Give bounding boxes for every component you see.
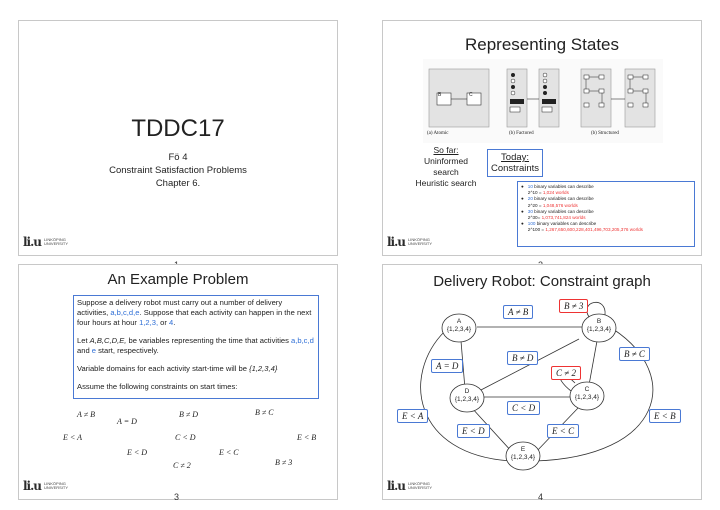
slide-1-line: Chapter 6. <box>155 178 201 189</box>
node-a-label: A <box>456 318 462 325</box>
slide-1-title: TDDC17 <box>131 115 225 142</box>
node-b <box>581 313 617 343</box>
logo-text: LINKÖPING UNIVERSITY <box>408 480 433 490</box>
slide-1-line: Constraint Satisfaction Problems <box>109 165 247 176</box>
figure-caption-b: (b) Factored <box>509 131 534 136</box>
constraint-a-ne-b: A ≠ B <box>503 305 534 319</box>
problem-paragraph-4: Assume the following constraints on star… <box>77 382 238 391</box>
slide-number: 4 <box>538 492 544 502</box>
so-far-label: So far: <box>433 145 459 155</box>
so-far-item: Uninformed search <box>424 156 468 177</box>
liu-logo: li.u LINKÖPING UNIVERSITY <box>387 479 434 493</box>
constraint-b-ne-c: B ≠ C <box>619 347 650 361</box>
node-e-label: E <box>520 446 526 453</box>
node-e <box>505 441 541 471</box>
today-label: Today: <box>501 152 530 163</box>
node-d-domain: {1,2,3,4} <box>454 396 480 403</box>
constraint-expr: E < A <box>63 433 83 442</box>
today-item: Constraints <box>491 163 540 174</box>
node-c <box>569 381 605 411</box>
slide-3-title: An Example Problem <box>107 271 249 288</box>
constraint-expr: C ≠ 2 <box>173 461 191 470</box>
node-c-label: C <box>584 386 590 393</box>
figure-label-b: B <box>438 92 442 98</box>
so-far-item: Heuristic search <box>415 178 477 188</box>
constraint-a-eq-d: A = D <box>431 359 464 373</box>
problem-paragraph-3: Variable domains for each activity start… <box>77 364 278 373</box>
liu-logo: li.u LINKÖPING UNIVERSITY <box>23 235 70 249</box>
node-d <box>449 383 485 413</box>
logo-mark: li.u <box>23 479 42 493</box>
logo-mark: li.u <box>387 479 406 493</box>
constraint-expr: C < D <box>175 433 196 442</box>
constraint-e-lt-c: E < C <box>547 424 580 438</box>
constraint-expr: A ≠ B <box>77 410 96 419</box>
problem-text-box: Suppose a delivery robot must carry out … <box>73 295 319 399</box>
today-box: Today: Constraints <box>487 149 544 177</box>
liu-logo: li.u LINKÖPING UNIVERSITY <box>387 235 434 249</box>
slide-number: 3 <box>174 492 180 502</box>
state-representation-figure <box>423 59 663 143</box>
constraint-e-lt-b: E < B <box>649 409 681 423</box>
logo-text: LINKÖPING UNIVERSITY <box>44 480 69 490</box>
node-b-label: B <box>596 318 602 325</box>
constraint-b-ne-d: B ≠ D <box>507 351 539 365</box>
constraint-b-ne-3: B ≠ 3 <box>559 299 589 313</box>
node-b-domain: {1,2,3,4} <box>586 326 612 333</box>
slide-1[interactable]: TDDC17 Fö 4 Constraint Satisfaction Prob… <box>18 20 338 256</box>
constraint-e-lt-a: E < A <box>397 409 429 423</box>
constraint-graph-edges <box>420 301 654 462</box>
constraint-expr: E < D <box>127 448 148 457</box>
figure-label-c: C <box>469 92 473 98</box>
constraint-c-lt-d: C < D <box>507 401 541 415</box>
constraint-expr: B ≠ C <box>255 408 274 417</box>
slide-2[interactable]: Representing States <box>382 20 702 256</box>
slide-4[interactable]: Delivery Robot: Constraint graph <box>382 264 702 500</box>
constraint-e-lt-d: E < D <box>457 424 490 438</box>
node-d-label: D <box>464 388 470 395</box>
figure-caption-a: (a) Atomic <box>427 131 449 136</box>
logo-mark: li.u <box>23 235 42 249</box>
constraint-c-ne-2: C ≠ 2 <box>551 366 581 380</box>
slide-4-title: Delivery Robot: Constraint graph <box>433 273 651 290</box>
constraint-expr: B ≠ D <box>179 410 199 419</box>
node-a <box>441 313 477 343</box>
problem-paragraph-1: Suppose a delivery robot must carry out … <box>77 298 312 327</box>
logo-text: LINKÖPING UNIVERSITY <box>408 236 433 246</box>
constraint-expr: A = D <box>117 417 137 426</box>
slide-2-title: Representing States <box>464 35 620 54</box>
slide-1-line: Fö 4 <box>168 152 188 163</box>
constraint-expr: E < B <box>297 433 317 442</box>
slide-3[interactable]: An Example Problem Suppose a delivery ro… <box>18 264 338 500</box>
logo-text: LINKÖPING UNIVERSITY <box>44 236 69 246</box>
node-a-domain: {1,2,3,4} <box>446 326 472 333</box>
logo-mark: li.u <box>387 235 406 249</box>
liu-logo: li.u LINKÖPING UNIVERSITY <box>23 479 70 493</box>
node-e-domain: {1,2,3,4} <box>510 454 536 461</box>
node-c-domain: {1,2,3,4} <box>574 394 600 401</box>
figure-caption-c: (b) Structured <box>591 131 619 136</box>
constraint-expr: E < C <box>219 448 239 457</box>
problem-paragraph-2: Let A,B,C,D,E, be variables representing… <box>77 336 314 355</box>
constraint-expr: B ≠ 3 <box>275 458 293 467</box>
